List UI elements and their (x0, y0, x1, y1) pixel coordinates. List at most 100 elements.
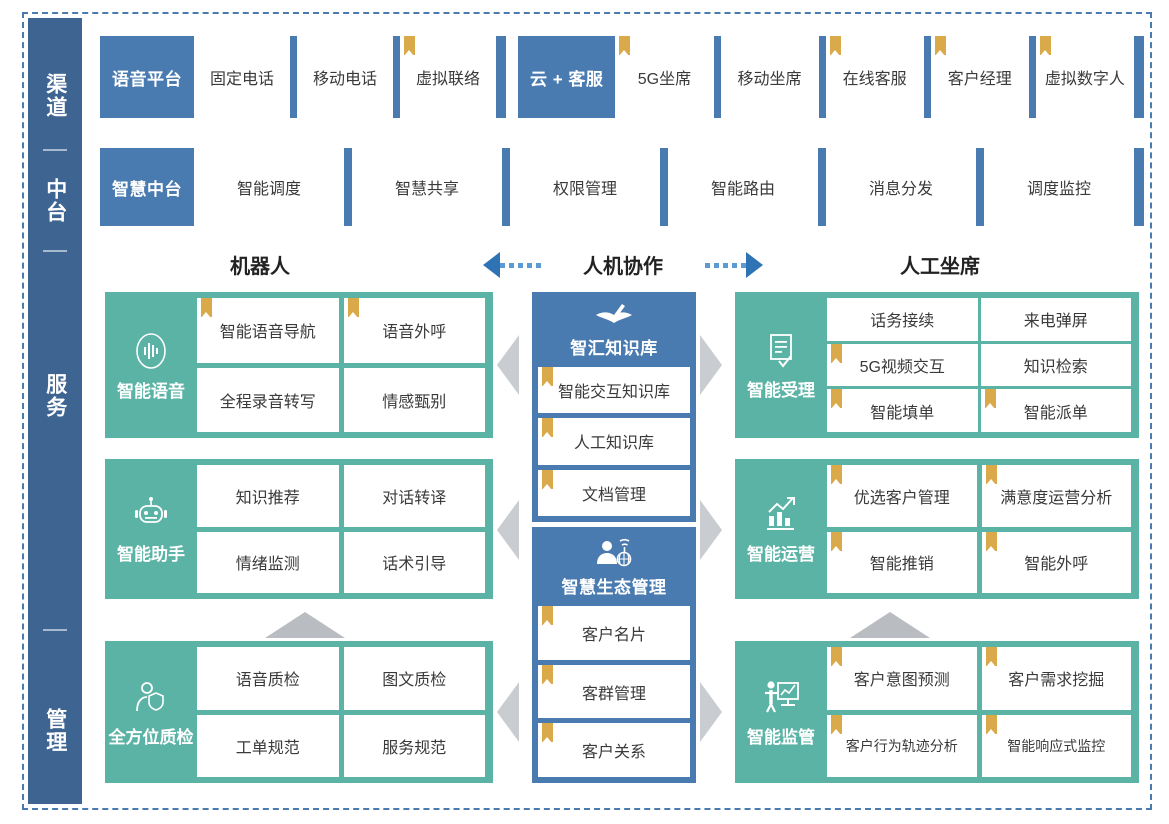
bookmark-icon (1039, 36, 1051, 56)
bookmark-icon (985, 465, 997, 485)
bookmark-icon (985, 714, 997, 735)
channel-cell-virtual-human[interactable]: 虚拟数字人 (1035, 36, 1134, 118)
cell-customer-behavior-trace-analysis[interactable]: 客户行为轨迹分析 (827, 714, 977, 777)
panel-intelligent-operation-title: 智能运营 (747, 544, 815, 564)
panel-full-quality-inspection-grid: 语音质检 图文质检 工单规范 服务规范 (197, 641, 493, 783)
sidebar-item-middle-platform[interactable]: 中台 (28, 158, 82, 244)
platform-cell-smart-sharing[interactable]: 智慧共享 (352, 148, 502, 226)
cell-label: 在线客服 (842, 71, 907, 88)
connector-arrow-left-quality (497, 682, 519, 742)
sidebar-divider-3 (43, 629, 67, 631)
cell-smart-outbound-call[interactable]: 智能外呼 (981, 531, 1131, 593)
cell-label: 来电弹屏 (1023, 313, 1088, 331)
cell-label: 客户关系 (581, 744, 646, 762)
cell-manual-knowledge-base[interactable]: 人工知识库 (538, 418, 690, 465)
panel-knowledge-base-head: 智汇知识库 (538, 298, 690, 367)
cell-voice-outbound[interactable]: 语音外呼 (343, 298, 485, 363)
cell-service-standard[interactable]: 服务规范 (343, 714, 485, 777)
cell-smart-form-filling[interactable]: 智能填单 (827, 389, 978, 432)
cell-customer-group-management[interactable]: 客群管理 (538, 664, 690, 719)
cell-call-connection[interactable]: 话务接续 (827, 298, 978, 341)
cell-label: 智能交互知识库 (557, 384, 670, 402)
cell-customer-demand-mining[interactable]: 客户需求挖掘 (981, 647, 1131, 710)
cell-incoming-call-popup[interactable]: 来电弹屏 (980, 298, 1131, 341)
channel-cell-online-service[interactable]: 在线客服 (825, 36, 924, 118)
cell-5g-video-interaction[interactable]: 5G视频交互 (827, 343, 978, 387)
cell-smart-responsive-monitoring[interactable]: 智能响应式监控 (981, 714, 1131, 777)
sidebar-item-management[interactable]: 管理 (28, 683, 82, 779)
panel-full-quality-inspection-side: 全方位质检 (105, 641, 197, 783)
person-shield-icon (136, 681, 164, 711)
panel-intelligent-assistant-side: 智能助手 (105, 459, 197, 599)
cell-label: 智能推销 (869, 556, 934, 574)
cell-customer-intent-prediction[interactable]: 客户意图预测 (827, 647, 977, 710)
sidebar-divider-2 (43, 250, 67, 252)
cell-dialogue-translation[interactable]: 对话转译 (343, 465, 485, 527)
cell-premium-customer-management[interactable]: 优选客户管理 (827, 465, 977, 527)
cell-customer-card[interactable]: 客户名片 (538, 606, 690, 660)
panel-intelligent-supervision-side: 智能监管 (735, 641, 827, 783)
cell-knowledge-recommendation[interactable]: 知识推荐 (197, 465, 339, 527)
robot-icon (135, 496, 167, 523)
cell-voice-quality-check[interactable]: 语音质检 (197, 647, 339, 710)
panel-full-quality-inspection-title: 全方位质检 (108, 727, 194, 747)
connector-arrow-right-supervision (700, 682, 722, 742)
platform-cell-smart-dispatch[interactable]: 智能调度 (194, 148, 344, 226)
cell-script-guidance[interactable]: 话术引导 (343, 531, 485, 593)
cell-emotion-discrimination[interactable]: 情感甄别 (343, 367, 485, 432)
channel-group-cloud-service: 云 + 客服 5G坐席 移动坐席 在线客服 客户经理 虚拟数字人 (518, 36, 1144, 118)
triangle-left-icon (483, 252, 500, 278)
bookmark-icon (831, 714, 842, 735)
panel-eco-management-list: 客户名片 客群管理 客户关系 (538, 606, 690, 778)
channel-cell-virtual-contact[interactable]: 虚拟联络 (400, 36, 496, 118)
bookmark-icon (619, 36, 631, 56)
cell-smart-dispatch-order[interactable]: 智能派单 (980, 389, 1131, 432)
cell-label: 知识检索 (1023, 358, 1088, 376)
cell-label: 调度监控 (1026, 181, 1091, 198)
platform-cell-dispatch-monitor[interactable]: 调度监控 (984, 148, 1134, 226)
cell-label: 语音外呼 (382, 324, 447, 342)
cell-knowledge-search[interactable]: 知识检索 (980, 343, 1131, 387)
cell-emotion-monitoring[interactable]: 情绪监测 (197, 531, 339, 593)
column-header-robot: 机器人 (110, 247, 410, 281)
cell-label: 服务规范 (382, 739, 447, 757)
cell-label: 5G视频交互 (859, 358, 945, 376)
bookmark-icon (542, 723, 553, 744)
connector-arrow-right-acceptance (700, 335, 722, 395)
platform-cell-smart-routing[interactable]: 智能路由 (668, 148, 818, 226)
panel-intelligent-supervision-grid: 客户意图预测 客户需求挖掘 客户行为轨迹分析 智能响应式监控 (827, 641, 1139, 783)
platform-cell-permission-mgmt[interactable]: 权限管理 (510, 148, 660, 226)
cell-interactive-knowledge-base[interactable]: 智能交互知识库 (538, 367, 690, 414)
cell-label: 虚拟联络 (415, 71, 480, 88)
cell-smart-marketing[interactable]: 智能推销 (827, 531, 977, 593)
cell-label: 客户需求挖掘 (1008, 672, 1105, 690)
channel-cell-mobile-seat[interactable]: 移动坐席 (720, 36, 819, 118)
cell-text-image-quality-check[interactable]: 图文质检 (343, 647, 485, 710)
panel-knowledge-base-list: 智能交互知识库 人工知识库 文档管理 (538, 367, 690, 516)
cell-full-recording-transcription[interactable]: 全程录音转写 (197, 367, 339, 432)
bookmark-icon (542, 606, 553, 626)
channel-cell-5g-seat[interactable]: 5G坐席 (615, 36, 714, 118)
cell-document-management[interactable]: 文档管理 (538, 469, 690, 516)
channel-group-voice-platform: 语音平台 固定电话 移动电话 虚拟联络 (100, 36, 506, 118)
platform-cell-message-dispatch[interactable]: 消息分发 (826, 148, 976, 226)
cell-smart-voice-nav[interactable]: 智能语音导航 (197, 298, 339, 363)
cell-ticket-standard[interactable]: 工单规范 (197, 714, 339, 777)
sidebar-item-channel[interactable]: 渠道 (28, 48, 82, 144)
connector-arrow-up-left (265, 612, 345, 638)
cell-label: 客群管理 (581, 685, 646, 703)
bookmark-icon (542, 664, 553, 685)
column-header-human-machine: 人机协作 (548, 247, 698, 281)
cell-label: 知识推荐 (235, 489, 300, 507)
cell-label: 语音质检 (235, 672, 300, 690)
cell-customer-relationship[interactable]: 客户关系 (538, 723, 690, 778)
channel-cell-fixed-phone[interactable]: 固定电话 (194, 36, 290, 118)
channel-group-voice-platform-title: 语音平台 (112, 69, 182, 89)
sidebar-item-service[interactable]: 服务 (28, 348, 82, 444)
cell-label: 移动电话 (312, 71, 377, 88)
column-header-human-machine-label: 人机协作 (583, 255, 663, 278)
channel-cell-mobile-phone[interactable]: 移动电话 (297, 36, 393, 118)
cell-satisfaction-operation-analysis[interactable]: 满意度运营分析 (981, 465, 1131, 527)
channel-cell-account-manager[interactable]: 客户经理 (930, 36, 1029, 118)
cell-label: 客户意图预测 (853, 672, 950, 690)
